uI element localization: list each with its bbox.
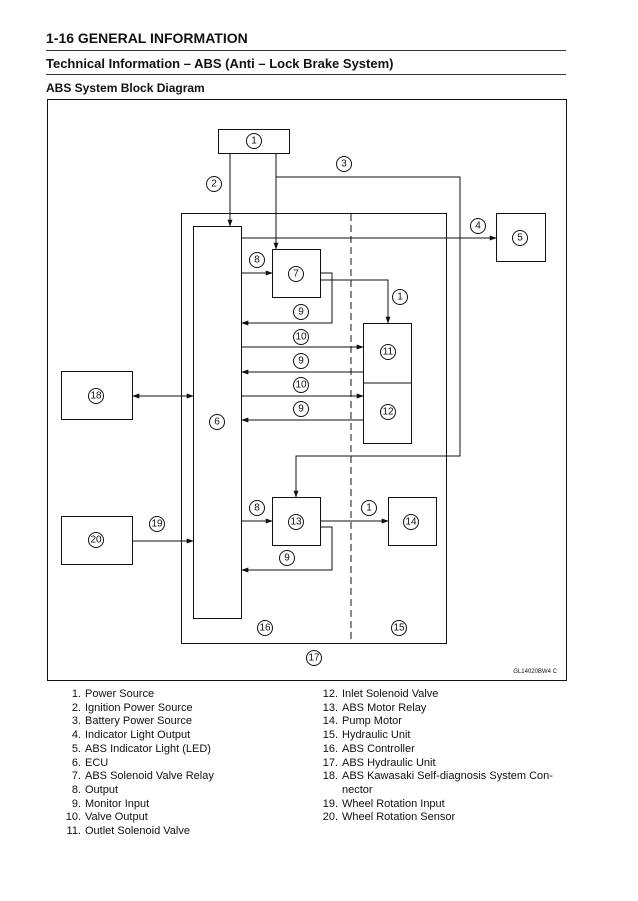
wheel-rotation-sensor-box: [61, 516, 133, 565]
callout-5: 5: [512, 230, 528, 246]
header-rule: [46, 50, 566, 51]
legend-item: 10.Valve Output: [65, 811, 148, 824]
legend-item: 12.Inlet Solenoid Valve: [322, 688, 439, 700]
callout-8-lower: 8: [249, 500, 265, 516]
svg-text:20: 20: [90, 535, 102, 546]
diagram-frame: [47, 99, 567, 681]
callout-16: 16: [257, 620, 273, 636]
legend-item: 14.Pump Motor: [322, 715, 402, 728]
page-subtitle: Technical Information – ABS (Anti – Lock…: [46, 56, 394, 71]
legend-item: 18.ABS Kawasaki Self-diagnosis System Co…: [322, 770, 553, 783]
svg-text:12: 12: [382, 407, 394, 418]
legend-item: 8.Output: [71, 783, 119, 796]
svg-text:3: 3: [341, 159, 347, 170]
callout-9-lower: 9: [279, 550, 295, 566]
abs-block-diagram: 1 2 3 4 5 6 7 8 9 1 10 11 9 10 9 12 18 1…: [47, 99, 567, 681]
power-source-box: [218, 129, 290, 154]
svg-text:9: 9: [298, 404, 304, 415]
legend-item: 17.ABS Hydraulic Unit: [322, 756, 436, 769]
legend-item: 6.ECU: [71, 756, 109, 769]
page-header-title: 1-16 GENERAL INFORMATION: [46, 30, 248, 46]
svg-text:1: 1: [366, 503, 372, 514]
callout-19: 19: [149, 516, 165, 532]
legend-item: 7.ABS Solenoid Valve Relay: [71, 770, 214, 783]
callout-1-pump: 1: [361, 500, 377, 516]
callout-20: 20: [88, 532, 104, 548]
legend-item: 11.Outlet Solenoid Valve: [66, 825, 190, 838]
svg-text:8: 8: [254, 503, 260, 514]
legend-item: 13.ABS Motor Relay: [322, 701, 427, 714]
svg-text:7: 7: [293, 269, 299, 280]
callout-17: 17: [306, 650, 322, 666]
callout-2: 2: [206, 176, 222, 192]
legend-item: 4.Indicator Light Output: [71, 729, 191, 742]
callout-4: 4: [470, 218, 486, 234]
callout-11: 11: [380, 344, 396, 360]
callout-9-mid1: 9: [293, 353, 309, 369]
svg-text:10: 10: [295, 380, 307, 391]
svg-text:2: 2: [211, 179, 217, 190]
callout-14: 14: [403, 514, 419, 530]
svg-text:8: 8: [254, 255, 260, 266]
svg-text:15: 15: [393, 623, 405, 634]
legend-item: 15.Hydraulic Unit: [322, 729, 411, 742]
legend-right: 12.Inlet Solenoid Valve 13.ABS Motor Rel…: [317, 688, 569, 825]
svg-text:4: 4: [475, 221, 481, 232]
diagram-code: GL14020BW4 C: [513, 669, 557, 675]
legend-item: 16.ABS Controller: [322, 742, 415, 755]
callout-13: 13: [288, 514, 304, 530]
legend-item: 5.ABS Indicator Light (LED): [71, 742, 211, 755]
callout-10-upper: 10: [293, 329, 309, 345]
svg-text:18: 18: [90, 391, 102, 402]
legend-item: 2.Ignition Power Source: [71, 701, 193, 714]
ecu-box: [193, 226, 242, 619]
callout-1-relay: 1: [392, 289, 408, 305]
svg-text:10: 10: [295, 332, 307, 343]
legend-item: 9.Monitor Input: [71, 797, 150, 810]
svg-text:9: 9: [284, 553, 290, 564]
section-title: ABS System Block Diagram: [46, 81, 205, 95]
callout-3: 3: [336, 156, 352, 172]
callout-18: 18: [88, 388, 104, 404]
legend-left: 1.Power Source 2.Ignition Power Source 3…: [60, 688, 290, 839]
svg-text:5: 5: [517, 233, 523, 244]
callout-9-upper: 9: [293, 304, 309, 320]
callout-6: 6: [209, 414, 225, 430]
abs-hydraulic-unit-box: [181, 213, 447, 644]
callout-7: 7: [288, 266, 304, 282]
callout-10-lower: 10: [293, 377, 309, 393]
callout-15: 15: [391, 620, 407, 636]
callout-8-upper: 8: [249, 252, 265, 268]
legend-item: 20.Wheel Rotation Sensor: [322, 811, 456, 824]
svg-text:19: 19: [151, 519, 163, 530]
svg-text:6: 6: [214, 417, 220, 428]
svg-text:17: 17: [308, 653, 320, 664]
svg-text:9: 9: [298, 307, 304, 318]
callout-1-power-source: 1: [246, 133, 262, 149]
subtitle-rule: [46, 74, 566, 75]
svg-text:14: 14: [405, 517, 417, 528]
legend-item: nector: [342, 783, 373, 796]
svg-text:1: 1: [251, 136, 257, 147]
svg-text:13: 13: [290, 517, 302, 528]
svg-text:9: 9: [298, 356, 304, 367]
svg-text:1: 1: [397, 292, 403, 303]
svg-text:11: 11: [383, 347, 394, 358]
svg-text:16: 16: [259, 623, 271, 634]
callout-12: 12: [380, 404, 396, 420]
legend-item: 3.Battery Power Source: [71, 715, 192, 728]
legend-item: 1.Power Source: [71, 688, 155, 700]
callout-9-mid2: 9: [293, 401, 309, 417]
legend-item: 19.Wheel Rotation Input: [322, 797, 445, 810]
